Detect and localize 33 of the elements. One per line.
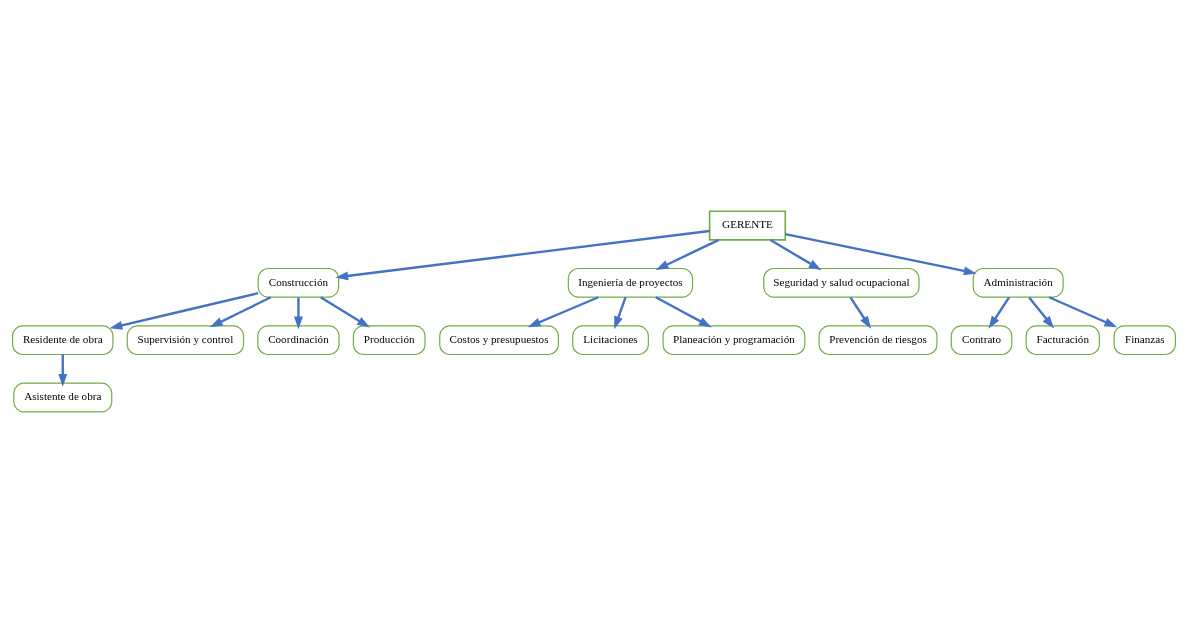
arrow [769, 238, 822, 270]
node-box: Supervisión y control [126, 324, 245, 355]
arrow [527, 295, 599, 327]
arrow [58, 354, 68, 387]
node-box: Residente de obra [12, 324, 114, 355]
node-box: Licitaciones [572, 324, 649, 355]
node-box: Contrato [950, 324, 1013, 355]
arrow [849, 296, 872, 329]
arrow [655, 295, 712, 327]
node-box: Planeación y programación [662, 324, 806, 355]
node-box: Administración [972, 267, 1064, 298]
arrow [655, 238, 720, 270]
arrow [614, 296, 627, 329]
node-box: Construcción [257, 267, 340, 298]
arrow [335, 229, 710, 280]
node-box: Finanzas [1113, 324, 1176, 355]
node-box: Asistente de obra [13, 382, 113, 412]
node-box: Seguridad y salud ocupacional [763, 267, 920, 298]
node-box: Costos y presupuestos [439, 324, 559, 355]
node-box: GERENTE [708, 209, 787, 241]
arrow [988, 296, 1011, 329]
arrow [785, 232, 977, 275]
arrow [209, 295, 272, 327]
arrow [293, 296, 303, 329]
arrow [1028, 296, 1055, 329]
node-box: Prevención de riesgos [818, 324, 938, 355]
arrow [1048, 295, 1118, 327]
node-box: Coordinación [257, 324, 340, 355]
node-box: Facturación [1025, 324, 1100, 355]
node-box: Producción [352, 324, 426, 355]
arrow [320, 295, 370, 328]
node-box: Ingeniería de proyectos [567, 267, 694, 298]
arrow [109, 291, 259, 330]
